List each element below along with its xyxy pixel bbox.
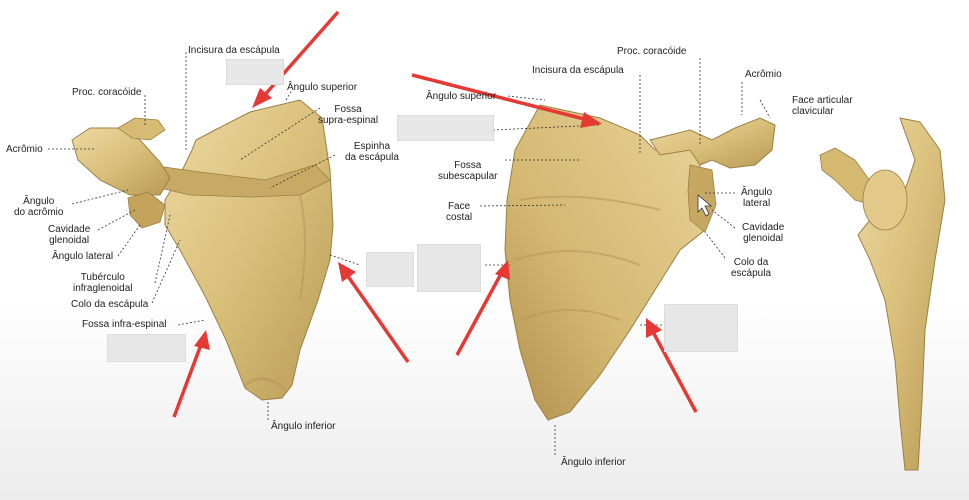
label-colo-posterior: Colo da escápula: [71, 299, 149, 310]
blank-label-box[interactable]: [226, 59, 284, 85]
label-face-costal: Face costal: [446, 201, 473, 223]
label-incisura-posterior: Incisura da escápula: [188, 45, 280, 56]
label-cavidade-anterior: Cavidade glenoidal: [742, 222, 785, 244]
label-angulo-inferior-posterior: Ângulo inferior: [271, 421, 336, 432]
label-fossa-supra: Fossa supra-espinal: [318, 104, 379, 126]
mouse-cursor-icon: [697, 194, 713, 217]
blank-label-box[interactable]: [417, 244, 481, 292]
label-angulo-acromio: Ângulo do acrômio: [14, 196, 64, 218]
label-proc-coracoide-anterior: Proc. coracóide: [617, 46, 687, 57]
label-tuberculo: Tubérculo infraglenoidal: [73, 272, 133, 294]
label-proc-coracoide-posterior: Proc. coracóide: [72, 87, 142, 98]
label-face-articular: Face articular clavicular: [792, 95, 853, 117]
label-espinha: Espinha da escápula: [345, 141, 399, 163]
label-cavidade-posterior: Cavidade glenoidal: [48, 224, 91, 246]
label-fossa-infra: Fossa infra-espinal: [82, 319, 167, 330]
label-angulo-lateral-posterior: Ângulo lateral: [52, 251, 114, 262]
posterior-scapula: [71, 99, 334, 401]
label-angulo-lateral-anterior: Ângulo lateral: [741, 187, 773, 209]
label-angulo-superior-posterior: Ângulo superior: [287, 82, 358, 93]
blank-label-box[interactable]: [107, 334, 186, 362]
label-acromio-anterior: Acrômio: [745, 69, 782, 80]
label-colo-anterior: Colo da escápula: [731, 257, 772, 279]
label-incisura-anterior: Incisura da escápula: [532, 65, 624, 76]
label-angulo-inferior-anterior: Ângulo inferior: [561, 457, 626, 468]
label-acromio-posterior: Acrômio: [6, 144, 43, 155]
lateral-scapula: [819, 117, 946, 471]
label-fossa-sub: Fossa subescapular: [438, 160, 498, 182]
blank-label-box[interactable]: [366, 252, 414, 287]
blank-label-box[interactable]: [397, 115, 494, 141]
anterior-scapula: [504, 104, 776, 421]
leader-lines-posterior: [48, 52, 361, 420]
blank-label-box[interactable]: [664, 304, 738, 352]
label-angulo-superior-anterior: Ângulo superior: [426, 91, 497, 102]
